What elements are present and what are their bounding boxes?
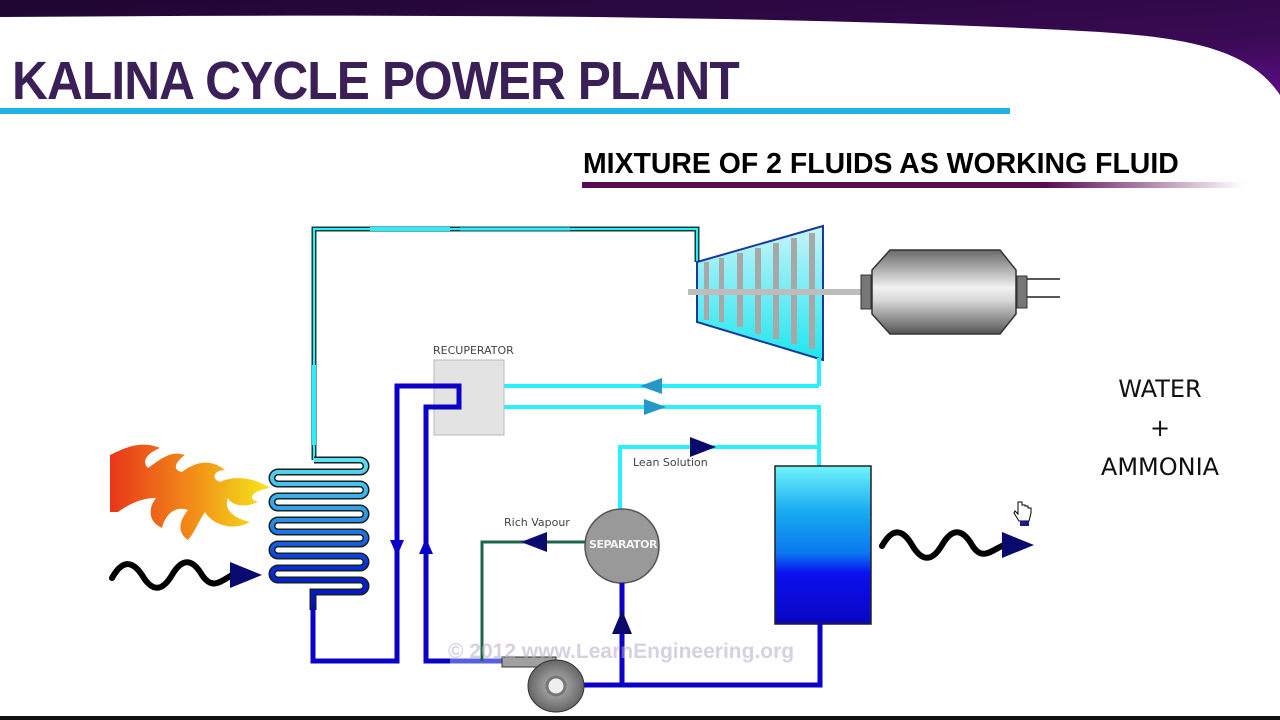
boiler-coil	[268, 456, 370, 610]
arrow-up-icon	[419, 538, 433, 554]
working-fluid-mixture: WATER + AMMONIA	[1060, 370, 1260, 487]
subtitle: MIXTURE OF 2 FLUIDS AS WORKING FLUID	[583, 148, 1179, 180]
title-underline	[0, 108, 1010, 114]
generator	[860, 249, 1060, 335]
liquid-line-recuperator	[310, 383, 505, 664]
bottom-border	[0, 716, 1280, 720]
hand-cursor-icon	[1013, 501, 1032, 526]
subtitle-underline	[582, 182, 1244, 188]
pump	[501, 656, 585, 713]
mixture-water: WATER	[1118, 375, 1202, 403]
heat-input-wave	[109, 559, 262, 591]
flame-icon	[110, 444, 270, 540]
vapour-line-to-turbine	[311, 226, 700, 460]
turbine	[688, 224, 866, 362]
arrow-up-icon	[612, 610, 632, 634]
arrow-right-icon	[644, 399, 666, 415]
lean-solution-line	[618, 437, 819, 512]
recuperator	[433, 359, 505, 436]
watermark: © 2012 www.LearnEngineering.org	[448, 640, 795, 663]
arrow-left-icon	[640, 378, 662, 394]
rich-vapour-label: Rich Vapour	[504, 516, 570, 529]
recuperator-label: RECUPERATOR	[433, 344, 514, 357]
condensate-line	[556, 583, 823, 688]
arrow-left-icon	[521, 532, 547, 552]
heat-output-wave	[879, 529, 1034, 561]
turbine-exhaust-line	[477, 358, 821, 466]
header-banner	[0, 0, 1280, 95]
arrow-right-icon	[690, 437, 716, 457]
lean-solution-label: Lean Solution	[633, 456, 708, 469]
mixture-plus: +	[1149, 414, 1171, 442]
arrow-down-icon	[390, 540, 404, 556]
mixture-ammonia: AMMONIA	[1100, 453, 1220, 481]
condenser	[774, 465, 872, 625]
rich-vapour-line	[480, 532, 585, 661]
page-title: KALINA CYCLE POWER PLANT	[12, 51, 740, 111]
arrow-right-icon	[230, 562, 262, 588]
arrow-right-icon	[1002, 532, 1034, 558]
separator-label: SEPARATOR	[589, 538, 657, 551]
